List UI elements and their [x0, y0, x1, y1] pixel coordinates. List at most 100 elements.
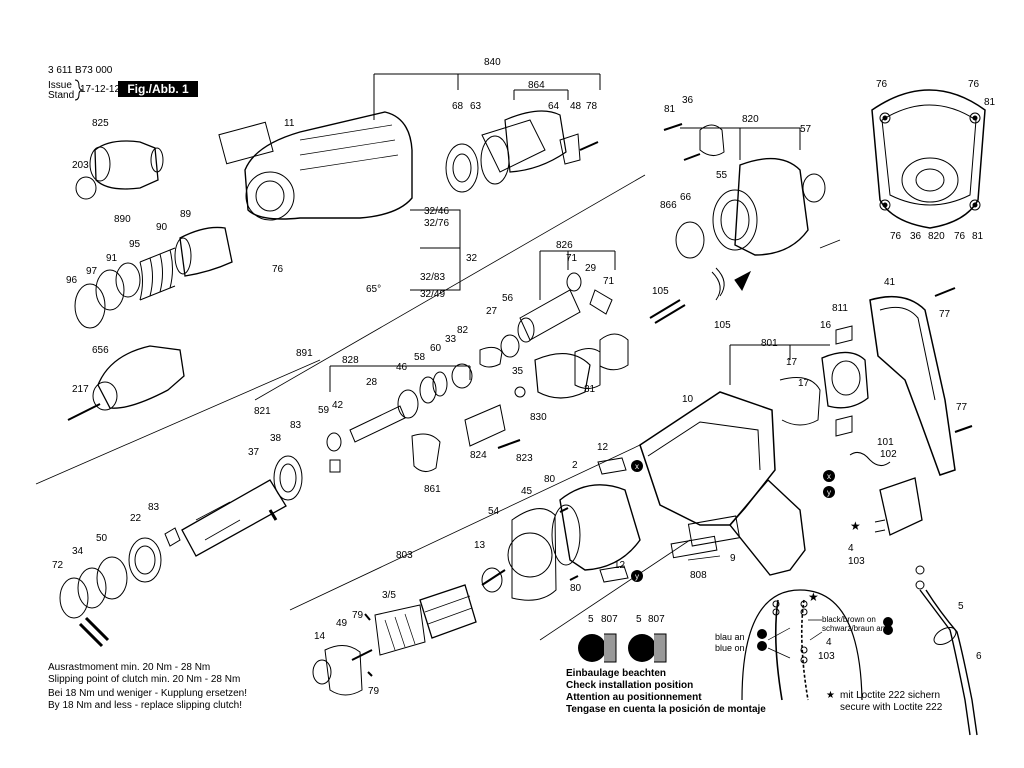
part-label: 41 [884, 277, 896, 288]
part-label: 103 [848, 556, 865, 567]
part-label: 77 [939, 309, 951, 320]
part-label: 2 [572, 460, 578, 471]
marker-star-wiring: ★ [808, 590, 819, 604]
note-torque-en: Slipping point of clutch min. 20 Nm - 28… [48, 674, 241, 685]
part-label: 68 [452, 101, 464, 112]
marker-y-wire: y [827, 488, 831, 497]
part-label: 32/83 [420, 272, 446, 283]
part-label: 32/49 [420, 289, 446, 300]
wiring-schwarz-braun-an: schwarz/braun an [822, 624, 886, 633]
part-label: 79 [352, 610, 364, 621]
part-label: 89 [180, 209, 192, 220]
part-label: 826 [556, 240, 573, 251]
part-label: 76 [890, 231, 902, 242]
part-label: 49 [336, 618, 348, 629]
note-torque-de: Ausrastmoment min. 20 Nm - 28 Nm [48, 662, 211, 673]
part-label: 830 [530, 412, 547, 423]
part-label: 45 [521, 486, 533, 497]
part-label: 828 [342, 355, 359, 366]
part-label: 217 [72, 384, 89, 395]
part-label: 77 [956, 402, 968, 413]
part-label: 803 [396, 550, 413, 561]
part-label: 5 [958, 601, 964, 612]
marker-y-housing: y [635, 572, 639, 581]
note-install-fr: Attention au positionnement [566, 692, 702, 703]
part-label: 9 [730, 553, 736, 564]
part-label: 32 [466, 253, 478, 264]
part-label: 76 [876, 79, 888, 90]
part-label: 6 [976, 651, 982, 662]
part-label: 811 [832, 303, 848, 314]
part-label: 807 [648, 614, 665, 625]
part-label: 101 [877, 437, 894, 448]
note-clutch-de: Bei 18 Nm und weniger - Kupplung ersetze… [48, 688, 248, 699]
part-label: 3/5 [382, 590, 396, 601]
part-label: 63 [470, 101, 482, 112]
part-label: 864 [528, 80, 545, 91]
part-label: 35 [512, 366, 524, 377]
part-label: 91 [106, 253, 118, 264]
part-label: 14 [314, 631, 326, 642]
part-label: 866 [660, 200, 677, 211]
part-label: 17 [798, 378, 810, 389]
part-label: 33 [445, 334, 457, 345]
note-install-de: Einbaulage beachten [566, 668, 667, 679]
part-label: 823 [516, 453, 533, 464]
part-label: 83 [148, 502, 160, 513]
part-label: 32/46 [424, 206, 450, 217]
part-label: 10 [682, 394, 694, 405]
part-label: 840 [484, 57, 501, 68]
part-label: 76 [272, 264, 284, 275]
part-label: 5 [588, 614, 594, 625]
figure-label: Fig./Abb. 1 [118, 81, 198, 97]
part-label: 32/76 [424, 218, 450, 229]
part-label: 22 [130, 513, 142, 524]
part-label: 65° [366, 284, 382, 295]
part-label: 79 [368, 686, 380, 697]
wiring-black-brown-on: black/brown on [822, 615, 876, 624]
part-label: 4 [848, 543, 854, 554]
part-label: 95 [129, 239, 141, 250]
part-label: 71 [566, 253, 578, 264]
part-label: 13 [474, 540, 486, 551]
part-label: 59 [318, 405, 330, 416]
part-label: 105 [652, 286, 669, 297]
marker-star-switch: ★ [850, 519, 861, 533]
part-label: 76 [954, 231, 966, 242]
part-label: 808 [690, 570, 707, 581]
part-label: 5 [636, 614, 642, 625]
wiring-label-4: 4 [826, 637, 832, 648]
part-label: 90 [156, 222, 168, 233]
part-label: 60 [430, 343, 442, 354]
part-label: 57 [800, 124, 812, 135]
wiring-blau-an: blau an [715, 632, 745, 642]
note-loctite-en: secure with Loctite 222 [840, 702, 943, 713]
part-label: 16 [820, 320, 832, 331]
part-label: 54 [488, 506, 500, 517]
part-label: 82 [457, 325, 469, 336]
part-label: 48 [570, 101, 582, 112]
part-label: 29 [585, 263, 597, 274]
part-label: 656 [92, 345, 109, 356]
part-label: 64 [548, 101, 560, 112]
part-label: 801 [761, 338, 778, 349]
part-label: 80 [570, 583, 582, 594]
part-label: 105 [714, 320, 731, 331]
part-label: 17 [786, 357, 798, 368]
part-label: 825 [92, 118, 109, 129]
part-label: 820 [742, 114, 759, 125]
part-label: 34 [72, 546, 84, 557]
part-label: 50 [96, 533, 108, 544]
part-label: 58 [414, 352, 426, 363]
part-label: 807 [601, 614, 618, 625]
note-install-es: Tengase en cuenta la posición de montaje [566, 704, 766, 715]
part-label: 55 [716, 170, 728, 181]
part-label: 890 [114, 214, 131, 225]
wiring-blue-on: blue on [715, 643, 745, 653]
part-label: 81 [664, 104, 676, 115]
part-label: 891 [296, 348, 313, 359]
part-label: 821 [254, 406, 271, 417]
part-label: 96 [66, 275, 78, 286]
